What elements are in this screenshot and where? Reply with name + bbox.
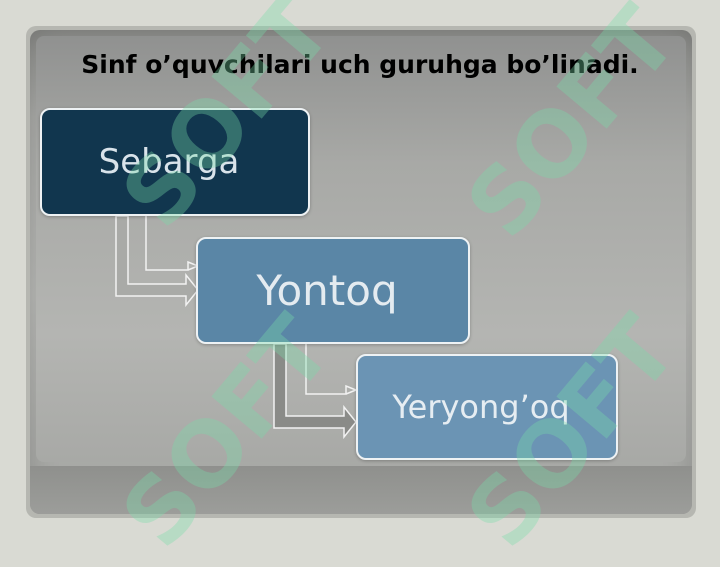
diagram-box-yontoq: Yontoq [196, 237, 470, 344]
box-label-yeryongoq: Yeryong’oq [392, 388, 570, 426]
connector-arrows [115, 215, 359, 440]
diagram-box-sebarga: Sebarga [40, 108, 310, 216]
connector-arrow-2b [305, 344, 359, 395]
connector-arrow-1 [115, 215, 199, 308]
connector-arrow-2 [273, 343, 357, 440]
diagram-box-yeryongoq: Yeryong’oq [356, 354, 618, 460]
connector-arrow-1b [145, 216, 201, 271]
slide-title: Sinf o’quvchilari uch guruhga bo’linadi. [81, 50, 639, 79]
slide-bottom-bar [30, 466, 692, 514]
box-label-sebarga: Sebarga [98, 142, 240, 182]
box-label-yontoq: Yontoq [256, 266, 398, 315]
